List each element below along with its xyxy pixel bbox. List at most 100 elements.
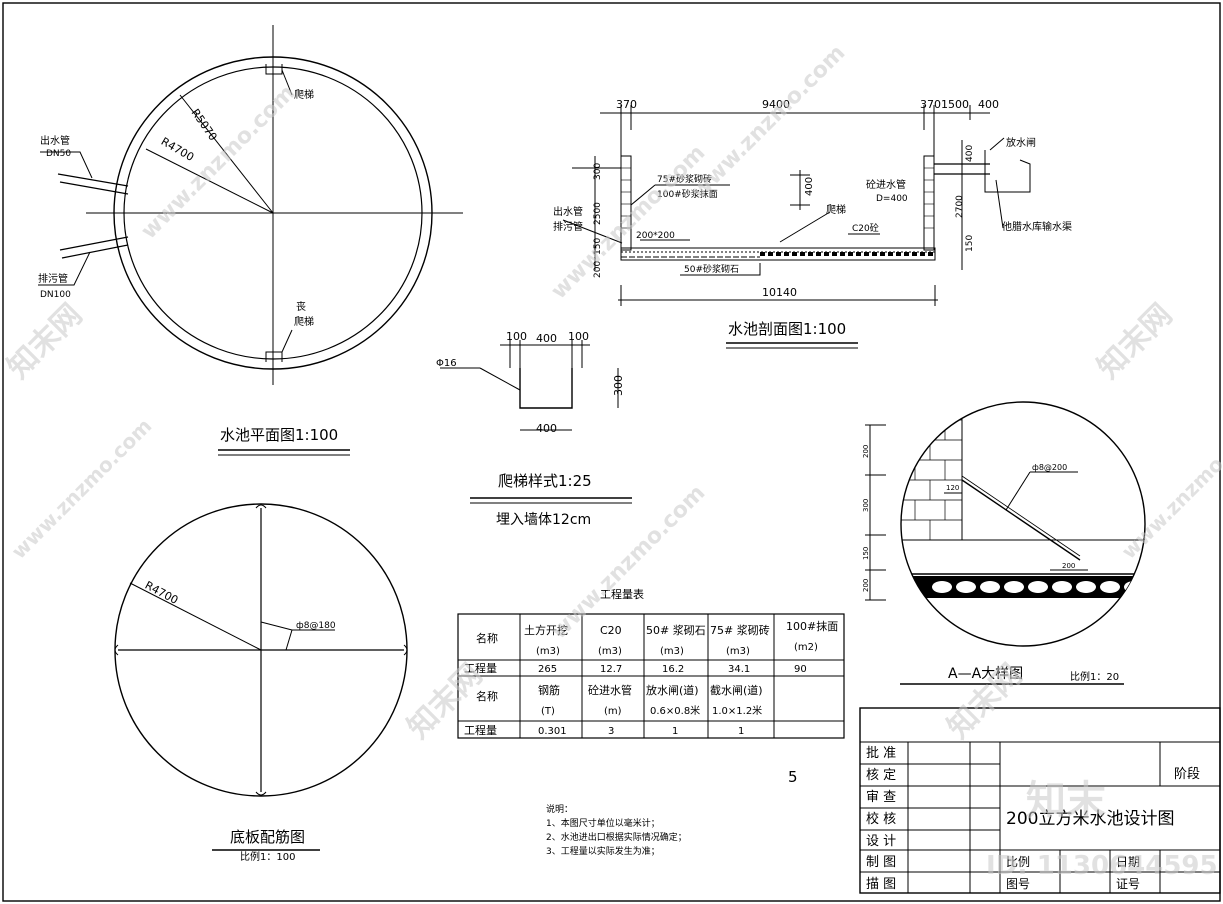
plan-view: R5070 R4700 出水管 DN50 排污管 DN100 爬梯 丧 爬梯 水… <box>38 25 463 456</box>
detail-dim-300: 300 <box>862 499 870 512</box>
tb-date-label: 日期 <box>1116 855 1140 869</box>
section-stone-label: 50#砂浆砌石 <box>684 263 739 275</box>
table-r1-c0: 名称 <box>476 631 498 645</box>
outlet-pipe-dn: DN50 <box>46 149 71 159</box>
plan-r-inner-label: R4700 <box>159 135 196 164</box>
section-dim-9400: 9400 <box>762 98 790 111</box>
plan-ladder-note: 丧 <box>296 301 306 313</box>
ladder-dim-400: 400 <box>536 332 557 345</box>
ladder-shape <box>519 368 573 409</box>
detail-dim-200b: 200 <box>862 579 870 592</box>
section-channel-label: 他腊水库输水渠 <box>1002 220 1072 233</box>
watermarks: www.znzmo.com www.znzmo.com www.znzmo.co… <box>1 40 1223 881</box>
slab-title: 底板配筋图 <box>230 828 305 846</box>
section-dim-left-200: 200 <box>593 261 603 278</box>
slab-view: R4700 ф8@180 底板配筋图 比例1：100 <box>114 503 408 863</box>
tb-role-6: 制 图 <box>866 855 896 870</box>
ladder-dim-100a: 100 <box>506 330 527 343</box>
page-number: 5 <box>788 768 798 786</box>
table-r2-c4: 34.1 <box>728 664 750 675</box>
section-ladder-label: 爬梯 <box>826 203 846 216</box>
slab-radius-line <box>129 582 262 651</box>
detail-dim-200a: 200 <box>862 445 870 458</box>
section-brick-label: 75#砂浆砌砖 <box>657 173 712 185</box>
table-r4-c3: 1 <box>672 726 678 737</box>
wm-cn-2: 知末网 <box>1091 297 1179 385</box>
section-title: 水池剖面图1:100 <box>728 320 846 338</box>
plan-ladder-bottom <box>265 351 283 362</box>
section-dim-3701500: 3701500 <box>920 98 969 111</box>
slab-rebar-label: ф8@180 <box>296 621 336 631</box>
table-r2-c2: 12.7 <box>600 664 622 675</box>
table-r4-c2: 3 <box>608 726 614 737</box>
table-r3-c4: 截水闸(道) <box>710 683 763 697</box>
wm-site-3: www.znzmo.com <box>687 40 851 204</box>
tb-role-2: 核 定 <box>866 768 896 783</box>
section-dim-right-400: 400 <box>965 145 975 162</box>
table-r1-u2: (m3) <box>598 646 622 657</box>
section-dim-left-2500: 2500 <box>593 202 603 225</box>
outlet-pipe-label: 出水管 <box>40 134 70 147</box>
wm-cn-1: 知末网 <box>1 297 89 385</box>
section-outlet-label: 出水管 <box>553 205 583 218</box>
ladder-title: 爬梯样式1:25 <box>498 472 592 490</box>
detail-rebar <box>961 479 1081 561</box>
section-dim-370: 370 <box>616 98 637 111</box>
section-dim-10140: 10140 <box>762 286 797 299</box>
section-floor-slab <box>620 247 936 261</box>
tb-stage: 阶段 <box>1174 767 1200 782</box>
table-r3-c3: 放水闸(道) <box>646 683 699 697</box>
plan-ladder-top-label: 爬梯 <box>294 88 314 101</box>
section-water-400: 400 <box>804 177 815 196</box>
table-r3-c0: 名称 <box>476 689 498 703</box>
wm-site-4: www.znzmo.com <box>7 414 157 564</box>
table-r1-u3: (m3) <box>660 646 684 657</box>
notes-line-2: 2、水池进出口根据实际情况确定； <box>546 831 687 843</box>
table-r2-c3: 16.2 <box>662 664 684 675</box>
wm-id: ID: 1130644595 <box>986 851 1218 881</box>
notes: 说明： 1、本图尺寸单位以毫米计； 2、水池进出口根据实际情况确定； 3、工程量… <box>546 803 687 857</box>
wm-site-6: www.znzmo.com <box>1117 414 1223 564</box>
detail-rebar-label: ф8@200 <box>1032 463 1067 472</box>
drain-pipe-line <box>59 236 129 251</box>
section-conc-label: C20砼 <box>852 222 879 234</box>
plan-r-outer-label: R5070 <box>189 107 220 144</box>
plan-r5070-line <box>179 94 274 214</box>
table-r1-u4: (m3) <box>726 646 750 657</box>
ladder-dim-300: 300 <box>612 375 625 396</box>
quantity-table: 工程量表 名称 土方开挖 C20 50# 浆砌石 75# 浆砌砖 100#抹面 … <box>457 587 845 739</box>
table-r3-c2: 砼进水管 <box>588 683 632 697</box>
ladder-dim-100b: 100 <box>568 330 589 343</box>
detail-title: A—A大样图 <box>948 666 1023 682</box>
section-left-wall <box>620 155 632 251</box>
section-gate <box>984 150 1031 193</box>
wm-site-1: www.znzmo.com <box>137 80 301 244</box>
tb-role-4: 校 核 <box>866 811 896 827</box>
table-r3-u4: 1.0×1.2米 <box>712 704 762 717</box>
section-view: 370 9400 3701500 400 300 2500 150 200 40… <box>553 98 1072 349</box>
tb-role-1: 批 准 <box>866 746 896 761</box>
table-r1-c1: 土方开挖 <box>524 623 568 637</box>
section-200-label: 200*200 <box>636 231 675 241</box>
table-r2-c5: 90 <box>794 664 807 675</box>
table-r3-u3: 0.6×0.8米 <box>650 704 700 717</box>
section-inlet-d: D=400 <box>876 194 908 204</box>
section-dim-right-150: 150 <box>965 235 975 252</box>
tb-role-3: 审 查 <box>866 790 896 805</box>
table-r3-u2: (m) <box>604 706 622 717</box>
table-r1-u5: (m2) <box>794 642 818 653</box>
table-r4-c1: 0.301 <box>538 726 567 737</box>
tb-cert-no: 证号 <box>1116 877 1140 891</box>
slab-radius-label: R4700 <box>143 579 181 607</box>
table-r1-c4: 75# 浆砌砖 <box>710 623 770 637</box>
section-dim-right-2700: 2700 <box>955 195 965 218</box>
section-gate-label: 放水闸 <box>1006 136 1036 149</box>
table-r1-u1: (m3) <box>536 646 560 657</box>
tb-role-5: 设 计 <box>866 834 896 849</box>
section-right-wall <box>923 155 935 251</box>
detail-dim-150: 150 <box>862 547 870 560</box>
table-r4-c0: 工程量 <box>464 724 497 737</box>
